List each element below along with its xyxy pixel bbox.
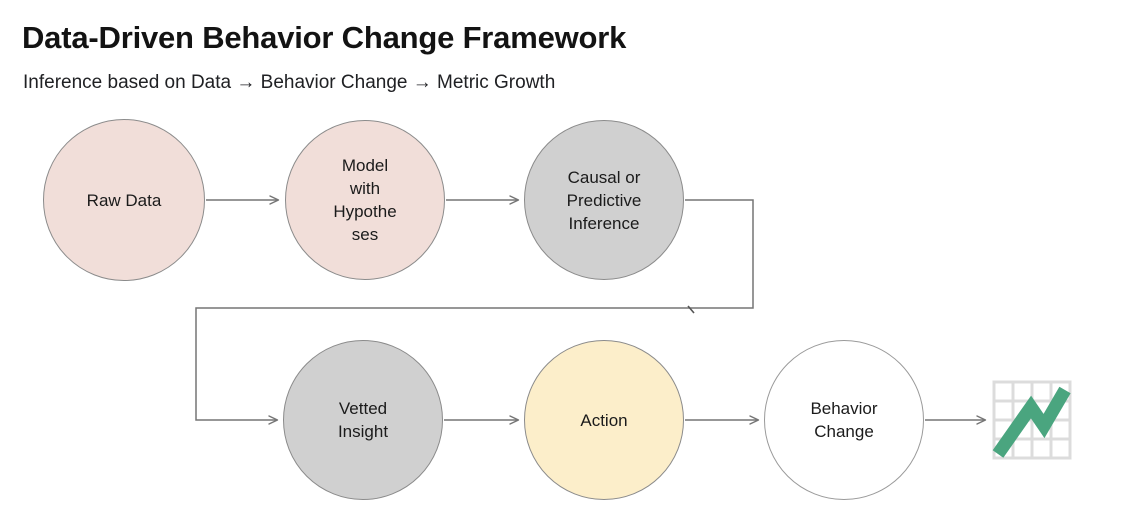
node-behavior-change-label: Behavior Change	[810, 399, 878, 441]
node-vetted-insight-label: Vetted Insight	[337, 399, 389, 441]
node-model-with-hypotheses[interactable]: Model with Hypotheses	[285, 120, 445, 280]
node-behavior-change[interactable]: Behavior Change	[764, 340, 924, 500]
connector-inference-to-vetted-insight	[195, 199, 754, 425]
node-causal-or-predictive-inference[interactable]: Causal or Predictive Inference	[524, 120, 684, 280]
page-subtitle: Inference based on Data → Behavior Chang…	[23, 72, 556, 93]
node-model-with-hypotheses-label: Model with Hypotheses	[333, 156, 397, 244]
growth-chart-icon	[992, 380, 1072, 460]
node-action[interactable]: Action	[524, 340, 684, 500]
node-action-label: Action	[580, 410, 628, 430]
node-causal-or-predictive-inference-label: Causal or Predictive Inference	[566, 167, 642, 233]
node-raw-data-label: Raw Data	[86, 190, 162, 210]
node-raw-data[interactable]: Raw Data	[43, 119, 205, 281]
connector-loopback-tick	[687, 305, 695, 314]
page-title: Data-Driven Behavior Change Framework	[22, 20, 627, 55]
node-vetted-insight[interactable]: Vetted Insight	[283, 340, 443, 500]
